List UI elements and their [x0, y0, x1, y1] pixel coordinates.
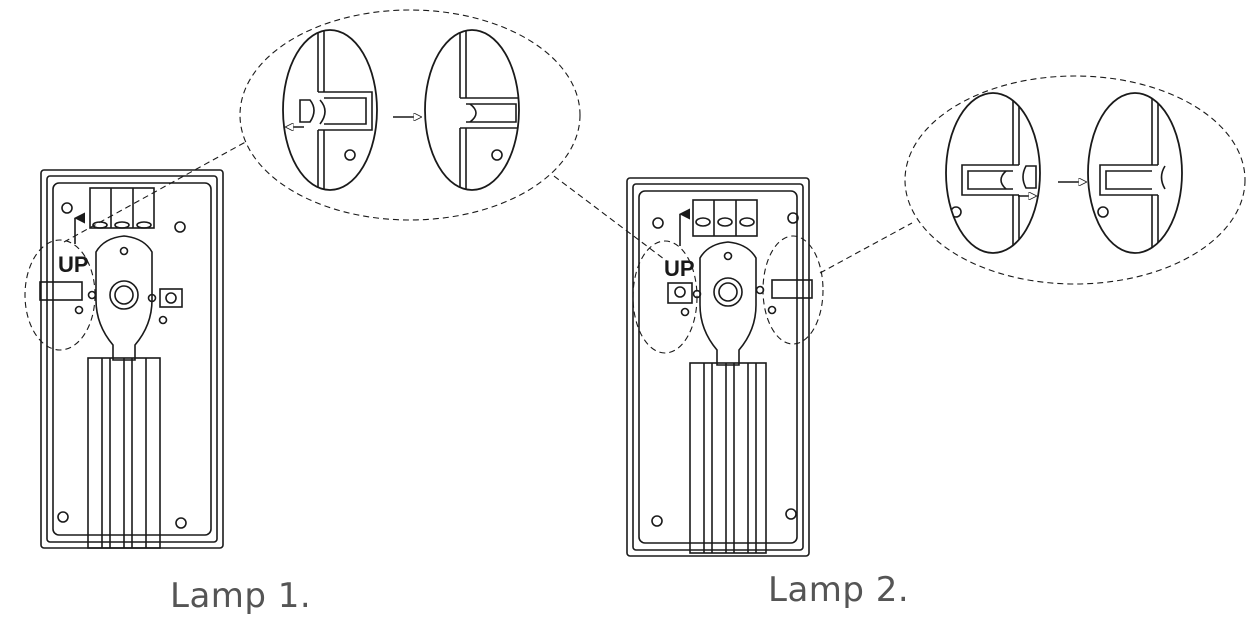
lamp-2-highlight-circle-left: [632, 240, 698, 354]
lamp-1-up-marking: UP: [58, 212, 89, 277]
detail-1-after: [424, 29, 520, 191]
lamp-2-caption: Lamp 2.: [768, 570, 910, 610]
lamp-1-body: [39, 169, 224, 549]
detail-2-before: [945, 92, 1041, 254]
up-label: UP: [58, 252, 89, 277]
detail-2-after: [1087, 92, 1183, 254]
lamp-2-body: [626, 177, 813, 557]
detail-1-before: [282, 29, 378, 191]
lamp-2-highlight-circle-right: [762, 235, 824, 345]
up-label: UP: [664, 256, 695, 281]
lamp-1-caption: Lamp 1.: [170, 576, 312, 616]
lamp-2-leader-line: [819, 222, 913, 274]
lamp-1-highlight-circle: [24, 239, 96, 351]
lamp-2-up-marking: UP: [664, 208, 695, 281]
